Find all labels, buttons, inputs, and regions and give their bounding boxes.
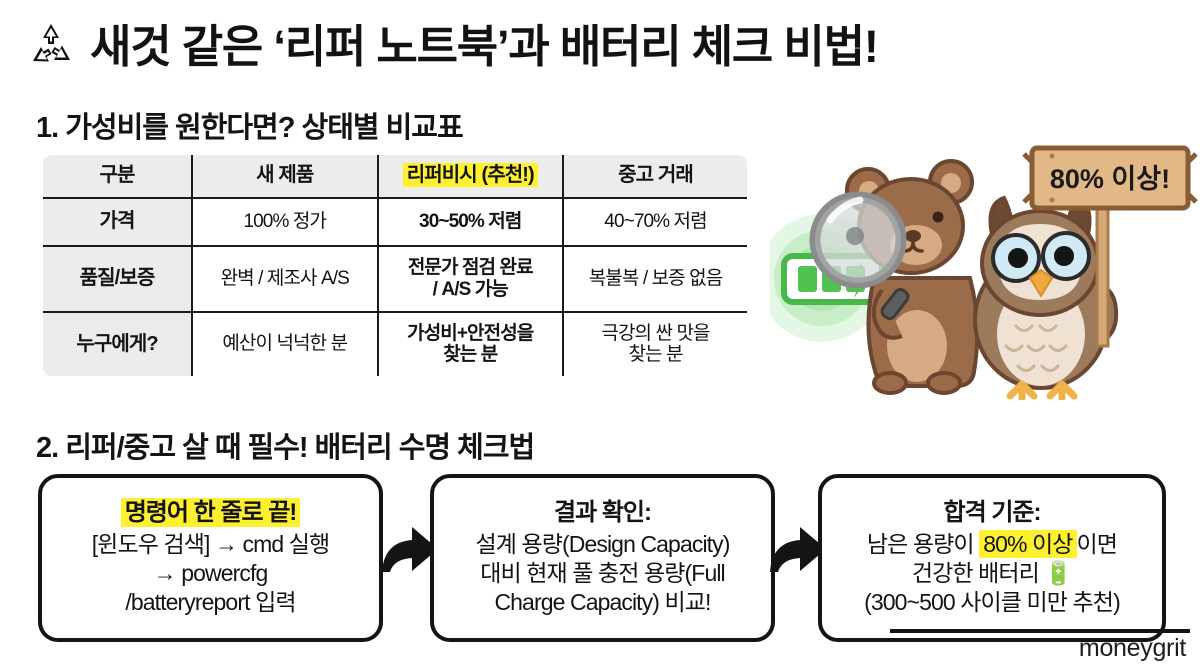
flow-box-1-title-highlight: 명령어 한 줄로 끝! [120, 497, 301, 527]
owl-character [973, 195, 1119, 400]
flow-box-command: 명령어 한 줄로 끝! [윈도우 검색] → cmd 실행 → powercfg… [38, 474, 383, 642]
flow-box-1-line-0: [윈도우 검색] → cmd 실행 [91, 531, 331, 558]
header-highlight: 리퍼비시 (추천!) [402, 163, 538, 188]
flow-box-2-line-2: Charge Capacity) 비교! [494, 589, 711, 616]
flow-box-2-line-0: 설계 용량(Design Capacity) [475, 531, 730, 558]
flow-box-3-line-2: (300~500 사이클 미만 추천) [864, 589, 1121, 616]
watermark: moneygrit [1078, 634, 1186, 662]
row-label-quality: 품질/보증 [43, 244, 193, 313]
flow-box-result: 결과 확인: 설계 용량(Design Capacity) 대비 현재 풀 충전… [430, 474, 775, 642]
flow-box-3-title: 합격 기준: [943, 498, 1042, 526]
table-header-cell-3: 중고 거래 [562, 155, 747, 199]
cell-who-new: 예산이 넉넉한 분 [191, 310, 379, 376]
flow-box-3-line-0-highlight: 80% 이상 [979, 530, 1077, 559]
table-header-cell-2-highlighted: 리퍼비시 (추천!) [376, 155, 564, 199]
wooden-sign: 80% 이상! [1022, 145, 1198, 348]
cell-price-new: 100% 정가 [191, 196, 379, 247]
table-header-row: 구분 새 제품 리퍼비시 (추천!) 중고 거래 [43, 155, 747, 199]
flow-box-3-line-0-post: 이면 [1076, 531, 1118, 558]
mascot-illustration: 80% 이상! [770, 145, 1198, 400]
watermark-rule [890, 629, 1190, 633]
sign-text: 80% 이상! [1050, 164, 1170, 194]
page-title: 새것 같은 ‘리퍼 노트북’과 배터리 체크 비법! [90, 20, 879, 72]
flow-box-1-line-2: /batteryreport 입력 [125, 589, 296, 616]
section-1-heading: 1. 가성비를 원한다면? 상태별 비교표 [36, 112, 464, 144]
cell-quality-refurb: 전문가 점검 완료/ A/S 가능 [376, 244, 564, 313]
section-2-heading: 2. 리퍼/중고 살 때 필수! 배터리 수명 체크법 [36, 432, 535, 464]
bear-character [809, 159, 980, 395]
page-title-row: 새것 같은 ‘리퍼 노트북’과 배터리 체크 비법! [26, 14, 879, 78]
row-label-who: 누구에게? [43, 310, 193, 376]
table-row-quality: 품질/보증 완벽 / 제조사 A/S 전문가 점검 완료/ A/S 가능 복불복… [43, 244, 747, 313]
cell-price-refurb: 30~50% 저렴 [376, 196, 564, 247]
flow-box-2-line-1: 대비 현재 풀 충전 용량(Full [480, 560, 725, 587]
row-label-price: 가격 [43, 196, 193, 247]
table-header-cell-1: 새 제품 [191, 155, 379, 199]
flow-box-3-line-1: 건강한 배터리 🔋 [911, 560, 1073, 587]
recycle-icon [33, 24, 70, 62]
cell-price-used: 40~70% 저렴 [562, 196, 747, 247]
flow-box-1-title: 명령어 한 줄로 끝! [120, 497, 301, 527]
comparison-table: 구분 새 제품 리퍼비시 (추천!) 중고 거래 가격 100% 정가 30~5… [40, 152, 750, 379]
cell-quality-used: 복불복 / 보증 없음 [562, 244, 747, 313]
arrow-right-2-icon [770, 527, 826, 572]
flow-box-2-title: 결과 확인: [554, 498, 652, 526]
flow-box-1-line-1: → powercfg [153, 560, 269, 587]
arrow-right-1-icon [382, 527, 438, 572]
flow-box-3-line-0-pre: 남은 용량이 [866, 531, 980, 558]
table-row-price: 가격 100% 정가 30~50% 저렴 40~70% 저렴 [43, 196, 747, 247]
table-header-cell-0: 구분 [43, 155, 193, 199]
cell-quality-new: 완벽 / 제조사 A/S [191, 244, 379, 313]
magnifier-icon [809, 191, 910, 320]
